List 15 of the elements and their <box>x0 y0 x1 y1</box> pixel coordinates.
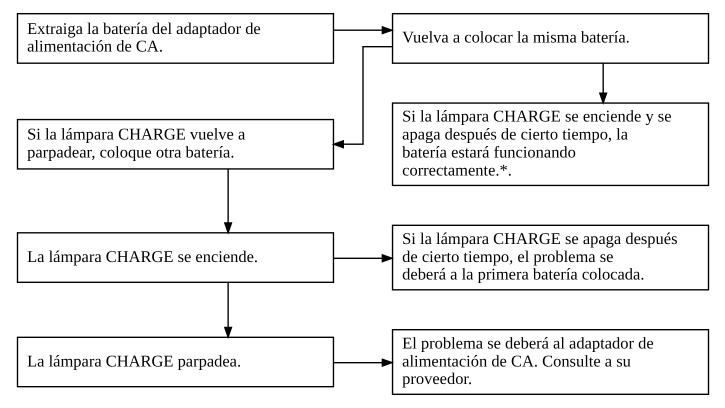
arrow <box>223 282 232 340</box>
node-box: Si la lámpara CHARGE se apaga después de cierto tiempo, el problema se deberá a la primera batería colocada. <box>391 224 709 291</box>
node-box: Extraiga la batería del adaptador de alimentación de CA. <box>16 13 334 64</box>
arrow <box>598 64 608 105</box>
node-box: El problema se deberá al adaptador de alimentación de CA. Consulte a su proveedor. <box>391 329 709 395</box>
arrow <box>333 254 394 263</box>
node-box: La lámpara CHARGE parpadea. <box>16 336 334 388</box>
node-box: Si la lámpara CHARGE vuelve a parpadear, coloque otra batería. <box>16 118 334 170</box>
node-box: La lámpara CHARGE se enciende. <box>16 232 334 283</box>
arrow <box>333 26 394 35</box>
arrow <box>223 169 232 235</box>
node-box: Si la lámpara CHARGE se enciende y se apaga después de cierto tiempo, la batería estará funcionando correctamente.*. <box>391 102 709 186</box>
node-box: Vuelva a colocar la misma batería. <box>391 13 709 64</box>
arrow <box>331 46 392 149</box>
arrow <box>333 358 394 367</box>
